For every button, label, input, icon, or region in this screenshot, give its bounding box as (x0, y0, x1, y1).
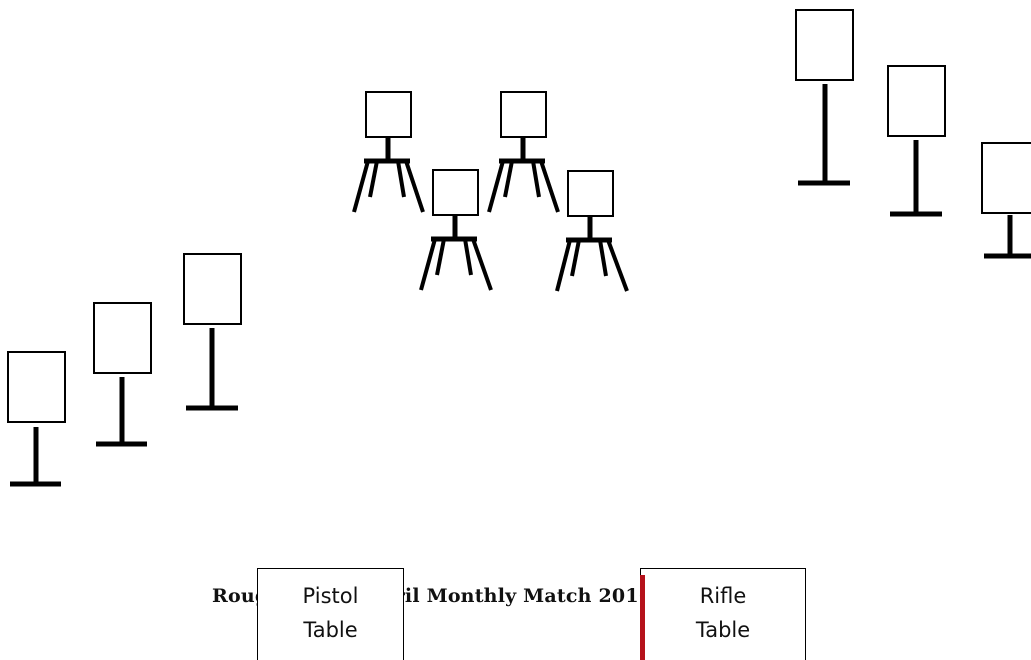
stand-target (7, 351, 66, 487)
tripod-target (352, 91, 425, 213)
tripod-target (555, 170, 629, 292)
stand-target (981, 142, 1031, 259)
pistol-table-label-line2: Table (303, 618, 358, 642)
tripod-target (487, 91, 560, 213)
rifle-table-label-line2: Table (695, 618, 751, 642)
stand-target (887, 65, 946, 217)
rifle-table: Rifle Table (639, 568, 806, 660)
pistol-table-label-line1: Pistol (302, 584, 359, 608)
stand-target (795, 9, 854, 186)
rifle-table-label-line1: Rifle (699, 584, 747, 608)
tripod-target (419, 169, 493, 291)
stand-target (183, 253, 242, 411)
stand-target (93, 302, 152, 447)
pistol-table: Pistol Table (257, 568, 404, 660)
